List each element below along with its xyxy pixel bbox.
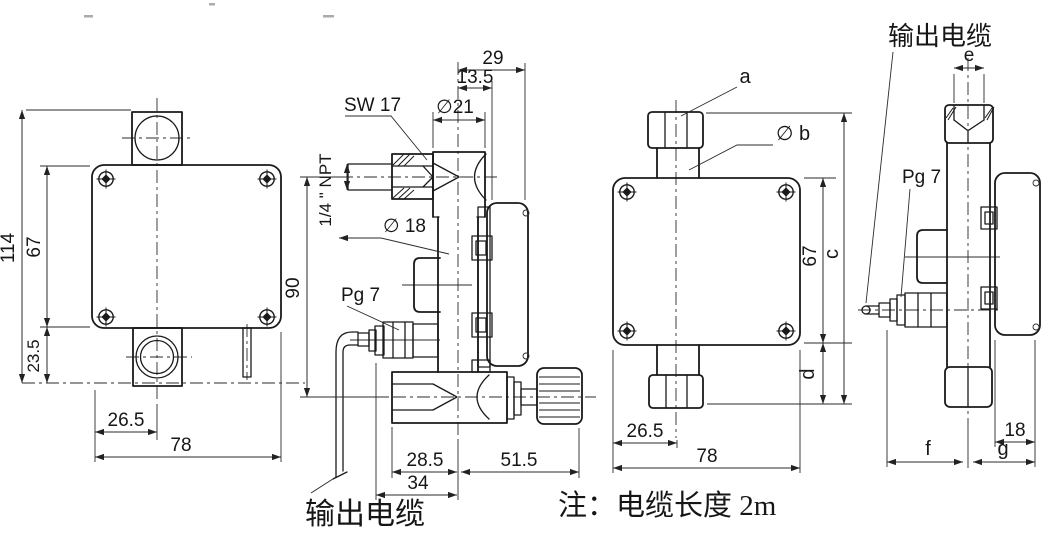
dim-gland-length: 34 — [407, 473, 429, 494]
dim-box-width: 78 — [170, 435, 191, 456]
top-tee-fitting — [347, 151, 487, 218]
seat-crescent — [473, 153, 487, 201]
dim-port-offset: 26.5 — [627, 421, 664, 442]
leader-pg7 — [346, 305, 400, 331]
scan-speck — [84, 15, 93, 18]
cone-chevron — [432, 383, 458, 411]
bottom-fitting-square — [132, 327, 183, 387]
labels: 输出电缆 Pg 7 — [865, 21, 992, 304]
top-hex-nut — [647, 111, 704, 149]
dim-head-front-offset: 13.5 — [457, 67, 494, 88]
housing-outline — [91, 111, 282, 387]
label-cable-gland: Pg 7 — [902, 167, 941, 188]
label-nut-a: a — [739, 66, 751, 88]
dim-back-length: g — [997, 438, 1008, 460]
leader-a — [680, 86, 738, 117]
bottom-nut — [944, 366, 993, 408]
housing-box-edge — [486, 202, 530, 367]
clamp-bracket — [980, 206, 998, 230]
bottom-tee-valve — [391, 367, 583, 425]
dim-bottom-offset: 23.5 — [24, 339, 43, 372]
dim-body-height: 90 — [283, 277, 304, 298]
section-hatch — [945, 106, 995, 121]
view-front-left: 114 67 23.5 26.5 78 — [0, 98, 305, 462]
leader-b — [688, 144, 773, 171]
knob-knurling — [539, 376, 580, 418]
leader-sw17 — [345, 115, 428, 161]
scan-speck — [209, 3, 215, 6]
cable-gland — [861, 292, 948, 328]
cable-gland — [332, 321, 439, 480]
switch-housing-box — [91, 164, 282, 329]
cable-outer — [335, 331, 359, 478]
leader-probe-dia — [380, 237, 450, 255]
top-fitting-circle — [134, 115, 180, 161]
view-side-left: 29 13.5 ∅21 SW 17 1/4 " NPT ∅ 18 Pg 7 90… — [283, 48, 596, 531]
cable-tip — [861, 305, 871, 315]
dim-box-depth: 18 — [1004, 420, 1025, 441]
switch-housing-box — [612, 177, 801, 346]
scan-speck — [323, 15, 334, 18]
bottom-ring-inner — [139, 339, 175, 375]
dim-port-offset: 26.5 — [108, 410, 145, 431]
clamp-bracket — [471, 235, 493, 261]
sensor-block — [413, 257, 441, 313]
cone-chevron — [432, 162, 460, 192]
label-output-cable: 输出电缆 — [888, 21, 992, 51]
cover-screws — [616, 181, 797, 342]
cable-inner — [342, 344, 359, 472]
label-cable-gland: Pg 7 — [341, 285, 380, 306]
bottom-stem — [656, 344, 700, 376]
label-stem-dia: ∅ b — [776, 123, 810, 145]
dim-box-height: 67 — [24, 236, 45, 257]
dim-box-height: 67 — [800, 245, 821, 266]
section-hatch-top — [392, 153, 415, 167]
probe-tube — [946, 142, 991, 368]
cable-length-note: 注：电缆长度 2m — [558, 489, 777, 522]
outline — [612, 111, 801, 409]
bottom-ring-outer — [135, 335, 179, 379]
label-probe-dia: ∅ 18 — [383, 216, 426, 237]
label-wrench-size: SW 17 — [344, 95, 401, 116]
clamp-bracket — [980, 286, 998, 310]
leader-pg7 — [900, 188, 911, 298]
dimensions: e 18 f g — [886, 45, 1036, 467]
dimensions: 29 13.5 ∅21 SW 17 1/4 " NPT ∅ 18 Pg 7 90… — [283, 48, 580, 531]
dim-port-length: 28.5 — [407, 450, 444, 471]
view-front-right: a ∅ b 67 d c 26.5 78 — [612, 66, 852, 473]
leader-output-cable — [310, 476, 337, 494]
labels: a ∅ b — [680, 66, 810, 171]
seat-crescent — [476, 374, 490, 420]
clamp-bracket — [471, 312, 493, 338]
dim-head-dia: ∅21 — [436, 97, 474, 118]
dim-total-height: 114 — [0, 232, 19, 263]
leader-output-cable — [865, 51, 894, 304]
bottom-hex-nut — [648, 374, 704, 409]
cable-pin — [242, 327, 252, 378]
label-output-cable: 输出电缆 — [305, 498, 425, 531]
dim-head-width: 29 — [482, 48, 503, 69]
dim-bottom-length: d — [797, 368, 819, 379]
section-hatch-bottom — [392, 187, 415, 200]
dimensions: 114 67 23.5 26.5 78 — [0, 109, 305, 462]
housing-box-edge — [980, 172, 1041, 336]
dimensions: 67 d c 26.5 78 — [612, 112, 852, 473]
view-side-right: 输出电缆 Pg 7 e 18 f g — [858, 21, 1041, 468]
top-nut-section — [944, 104, 995, 144]
mounting-plate — [471, 206, 493, 373]
centerlines — [340, 62, 596, 440]
top-stem — [656, 147, 700, 179]
label-thread-size: 1/4 " NPT — [316, 153, 335, 226]
cover-screws — [95, 168, 278, 328]
dim-front-length: f — [925, 438, 931, 460]
adjust-knob — [536, 367, 583, 425]
dim-nut-bore: e — [964, 45, 975, 66]
dim-knob-length: 51.5 — [501, 450, 538, 471]
sensor-block — [916, 229, 948, 284]
dim-box-width: 78 — [696, 446, 717, 467]
centerlines — [858, 58, 1000, 468]
side-port-nut — [391, 153, 434, 200]
dim-total-height: c — [821, 249, 843, 259]
